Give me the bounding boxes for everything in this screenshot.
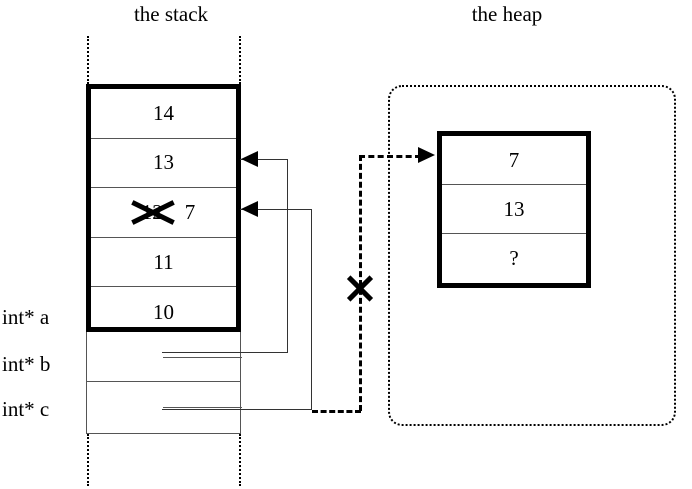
- stack-cell-value: 11: [153, 249, 174, 274]
- dashed-pointer-arrowhead-icon: [418, 147, 435, 163]
- heap-cell-value: 7: [508, 147, 520, 172]
- stack-cell: 13: [91, 139, 236, 189]
- variable-label-c: int* c: [2, 397, 50, 421]
- invalid-pointer-cross-icon: [344, 272, 376, 304]
- stack-continuation-dots-bottom-right: [239, 434, 241, 486]
- stack-frame: 14 13 12 7 11 10: [86, 84, 241, 332]
- stack-pointer-slots: [86, 332, 242, 434]
- pointer-b-segment-vertical: [287, 159, 288, 353]
- pointer-b-arrowhead-icon: [241, 151, 258, 167]
- stack-cell-replacement-group: 12 7: [91, 200, 236, 225]
- variable-label-b: int* b: [2, 352, 51, 376]
- stack-continuation-dots-top-left: [87, 36, 89, 84]
- variable-label-a: int* a: [2, 305, 50, 329]
- dashed-pointer-segment-bottom: [312, 410, 361, 413]
- pointer-slot-c: [87, 382, 242, 432]
- pointer-c-arrowhead-icon: [241, 201, 258, 217]
- stack-cell-value: 13: [153, 150, 174, 175]
- heap-cell-value: 13: [503, 196, 525, 221]
- stack-cell: 11: [91, 238, 236, 288]
- stack-cell-old-value: 12: [130, 200, 175, 225]
- stack-cell-overwritten: 12 7: [91, 188, 236, 238]
- pointer-c-segment-bottom: [162, 409, 312, 410]
- pointer-c-segment-vertical: [311, 209, 312, 410]
- stack-continuation-dots-top-right: [239, 36, 241, 84]
- stack-cell-value: 14: [153, 100, 174, 125]
- heap-block: 7 13 ?: [437, 131, 591, 288]
- pointer-b-segment-top: [240, 159, 288, 160]
- heap-cell: 7: [442, 136, 586, 185]
- stack-cell-value: 10: [153, 299, 174, 324]
- heap-region-boundary: [388, 85, 676, 426]
- pointer-slot-b: [87, 332, 242, 382]
- heap-title: the heap: [471, 2, 543, 26]
- stack-cell-value: 7: [184, 199, 196, 224]
- stack-cell: 14: [91, 89, 236, 139]
- pointer-b-segment-bottom: [162, 352, 288, 353]
- stack-title: the stack: [133, 2, 209, 26]
- stack-area: 14 13 12 7 11 10: [0, 0, 300, 489]
- pointer-stub-c: [163, 407, 242, 408]
- pointer-stub-b: [163, 356, 242, 358]
- stack-cell: 10: [91, 287, 236, 337]
- dashed-pointer-segment-top: [359, 155, 421, 158]
- stack-continuation-dots-bottom-left: [87, 434, 89, 486]
- heap-cell: ?: [442, 234, 586, 283]
- heap-cell: 13: [442, 185, 586, 234]
- pointer-c-segment-top: [240, 209, 312, 210]
- heap-cell-value: ?: [509, 246, 519, 270]
